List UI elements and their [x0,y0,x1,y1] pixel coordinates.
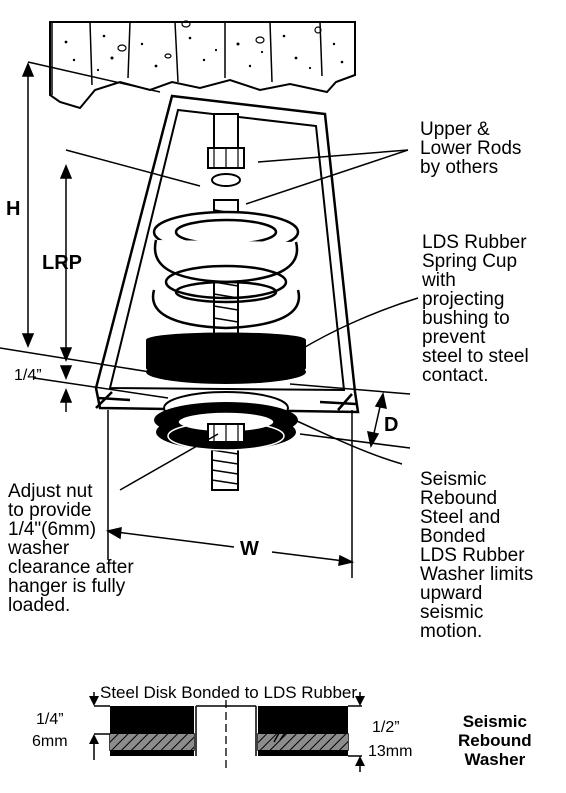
upper-rod [207,113,245,187]
rubber-spring-cup [146,332,306,384]
label-adjust-nut: Adjust nut to provide 1/4"(6mm) washer c… [8,481,134,616]
dim-label-lrp: LRP [42,252,82,274]
detail-title: Seismic Rebound Washer [458,712,532,769]
leader-lines [119,149,419,491]
seismic-washer [154,391,298,451]
dim-label-w: W [240,538,259,560]
spring [151,210,301,330]
detail-right-inch: 1/2” [372,719,400,736]
washer-section-detail [89,692,365,772]
detail-left-inch: 1/4” [36,711,64,728]
dimension-lines [0,61,411,578]
detail-caption: Steel Disk Bonded to LDS Rubber [100,683,358,702]
dim-label-h: H [6,198,21,220]
detail-left-mm: 6mm [32,733,68,750]
label-spring-cup: LDS Rubber Spring Cup with projecting bu… [422,232,529,386]
label-seismic-washer: Seismic Rebound Steel and Bonded LDS Rub… [420,469,534,642]
dim-label-quarter-inch: 1/4” [14,367,42,384]
dim-label-d: D [384,414,399,436]
concrete-ceiling [49,20,356,110]
label-rods: Upper & Lower Rods by others [420,119,522,178]
detail-right-mm: 13mm [368,743,413,760]
